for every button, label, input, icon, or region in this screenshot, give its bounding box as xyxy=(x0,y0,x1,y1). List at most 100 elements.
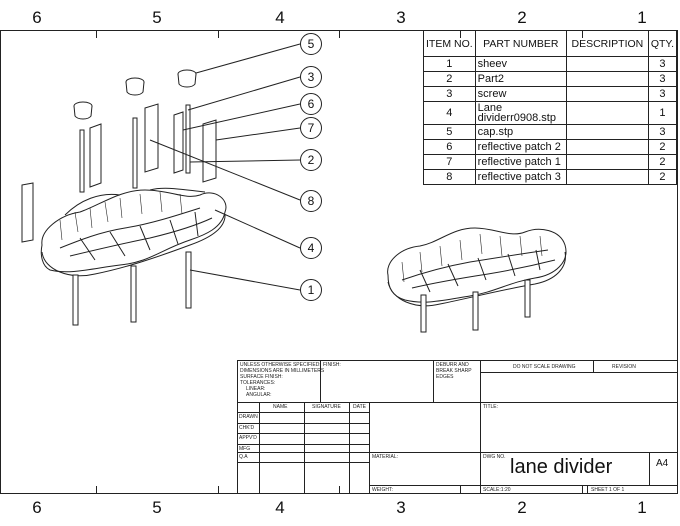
deburr-note: DEBURR AND BREAK SHARP EDGES xyxy=(436,362,472,380)
dwg-no-label: DWG NO. xyxy=(483,454,506,460)
note-line: ANGULAR: xyxy=(246,392,272,398)
lane-divider-body xyxy=(40,189,227,273)
col-name: NAME xyxy=(273,404,288,410)
revision-label: REVISION xyxy=(612,364,636,370)
bom-desc xyxy=(565,71,649,87)
zone-tick xyxy=(339,486,340,494)
bom-item: 5 xyxy=(423,124,476,140)
balloon-5: 5 xyxy=(300,33,322,55)
zone-tick xyxy=(218,486,219,494)
sheet-size: A4 xyxy=(656,458,669,469)
note-line: UNLESS OTHERWISE SPECIFIED: xyxy=(240,362,321,368)
note-line: DIMENSIONS ARE IN MILLIMETERS xyxy=(240,368,325,374)
bom-header-row: ITEM NO. PART NUMBER DESCRIPTION QTY. xyxy=(423,30,678,57)
balloon-7: 7 xyxy=(300,117,322,139)
bom-desc xyxy=(565,86,649,102)
tolerance-note: UNLESS OTHERWISE SPECIFIED: DIMENSIONS A… xyxy=(240,362,324,398)
row-qa: Q.A xyxy=(239,454,248,460)
zone-tick xyxy=(218,30,219,38)
zone-tick xyxy=(96,30,97,38)
title-label: TITLE: xyxy=(483,404,499,410)
bom-qty: 2 xyxy=(647,139,678,155)
material-label: MATERIAL: xyxy=(372,454,399,460)
row-drawn: DRAWN xyxy=(239,414,258,420)
bom-part: reflective patch 1 xyxy=(474,154,567,170)
note-line: LINEAR: xyxy=(246,386,266,392)
balloon-8: 8 xyxy=(300,190,322,212)
zone-bottom-1: 1 xyxy=(637,498,647,517)
bom-item: 4 xyxy=(423,101,476,125)
drawing-title: lane divider xyxy=(510,456,613,478)
bom-item: 6 xyxy=(423,139,476,155)
col-signature: SIGNATURE xyxy=(312,404,341,410)
bom-part: reflective patch 3 xyxy=(474,169,567,185)
zone-top-4: 4 xyxy=(275,8,285,27)
exploded-view xyxy=(21,43,301,326)
zone-bottom-3: 3 xyxy=(396,498,406,517)
bom-qty: 3 xyxy=(647,124,678,140)
zone-bottom-6: 6 xyxy=(32,498,42,517)
bom-part: reflective patch 2 xyxy=(474,139,567,155)
bom-part: cap.stp xyxy=(474,124,567,140)
row-mfg: MFG xyxy=(239,446,251,452)
bom-item: 3 xyxy=(423,86,476,102)
bom-desc xyxy=(565,101,649,125)
zone-top-2: 2 xyxy=(517,8,527,27)
bom-desc xyxy=(565,124,649,140)
weight-label: WEIGHT: xyxy=(372,487,393,493)
scale-label: SCALE:1:20 xyxy=(483,487,511,493)
bom-desc xyxy=(565,139,649,155)
zone-top-1: 1 xyxy=(637,8,647,27)
bom-part: sheev xyxy=(474,56,567,72)
col-date: DATE xyxy=(353,404,366,410)
bom-item: 8 xyxy=(423,169,476,185)
bom-part: screw xyxy=(474,86,567,102)
balloon-1: 1 xyxy=(300,279,322,301)
bom-qty: 3 xyxy=(647,56,678,72)
bom-qty: 1 xyxy=(647,101,678,125)
zone-bottom-5: 5 xyxy=(152,498,162,517)
note-line: SURFACE FINISH: xyxy=(240,374,283,380)
zone-tick xyxy=(582,486,583,494)
bom-desc xyxy=(565,56,649,72)
bom-item: 2 xyxy=(423,71,476,87)
bom-qty: 2 xyxy=(647,154,678,170)
zone-tick xyxy=(460,486,461,494)
zone-bottom-4: 4 xyxy=(275,498,285,517)
zone-top-5: 5 xyxy=(152,8,162,27)
bom-part: Lane dividerr0908.stp xyxy=(474,101,567,125)
zone-tick xyxy=(339,30,340,38)
zone-bottom-2: 2 xyxy=(517,498,527,517)
bom-desc xyxy=(565,169,649,185)
note-line: DEBURR AND xyxy=(436,362,469,368)
bom-item: 1 xyxy=(423,56,476,72)
zone-top-6: 6 xyxy=(32,8,42,27)
bom-desc xyxy=(565,154,649,170)
bom-header-description: DESCRIPTION xyxy=(565,30,649,57)
finish-label: FINISH: xyxy=(323,362,341,368)
bom-qty: 2 xyxy=(647,169,678,185)
zone-tick xyxy=(96,486,97,494)
note-line: BREAK SHARP xyxy=(436,368,472,374)
do-not-scale: DO NOT SCALE DRAWING xyxy=(513,364,576,370)
balloon-3: 3 xyxy=(300,66,322,88)
balloon-2: 2 xyxy=(300,149,322,171)
bom-header-part: PART NUMBER xyxy=(474,30,567,57)
balloon-4: 4 xyxy=(300,237,322,259)
bom-header-item: ITEM NO. xyxy=(423,30,476,57)
title-block: UNLESS OTHERWISE SPECIFIED: DIMENSIONS A… xyxy=(237,360,678,494)
bom-qty: 3 xyxy=(647,71,678,87)
sheet-number: SHEET 1 OF 1 xyxy=(591,487,625,493)
balloon-6: 6 xyxy=(300,93,322,115)
